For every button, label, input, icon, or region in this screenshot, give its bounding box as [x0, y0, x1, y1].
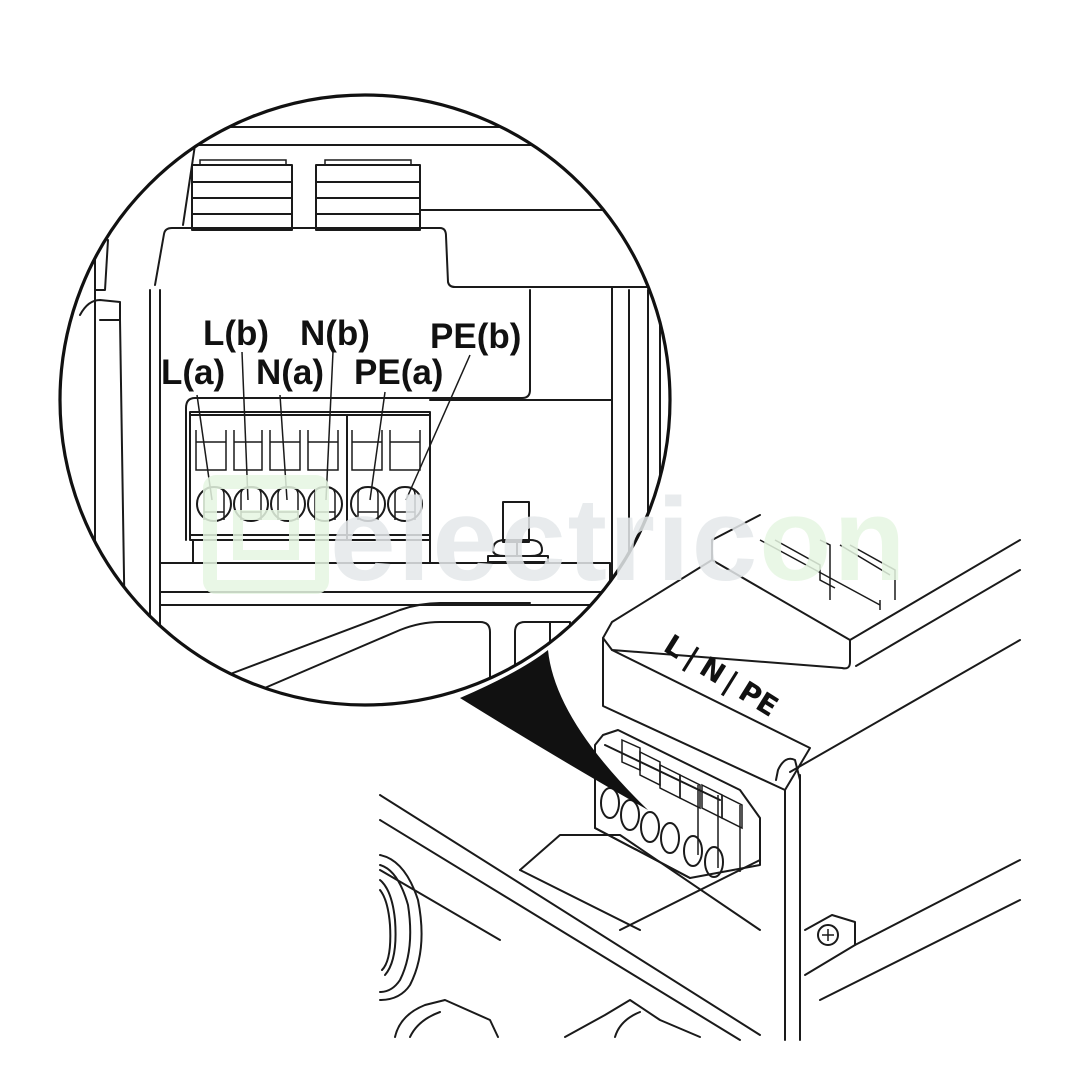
- label-pe-a: PE(a): [354, 353, 443, 392]
- top-connector-right: [315, 159, 421, 231]
- watermark: electricon: [203, 474, 907, 606]
- magnified-detail: L(a) L(b) N(a) N(b) PE(a) PE(b): [58, 93, 672, 707]
- watermark-text-green: on: [759, 474, 907, 606]
- cable-gland-left: [379, 854, 423, 1001]
- label-n-a: N(a): [256, 353, 324, 392]
- label-l-a: L(a): [161, 353, 225, 392]
- plate-label: L | N | PE: [658, 628, 784, 724]
- terminal-peb: [387, 486, 423, 522]
- terminal-pea: [350, 486, 386, 522]
- top-connector-left: [191, 159, 293, 231]
- watermark-logo-icon: [203, 475, 329, 594]
- label-n-b: N(b): [300, 314, 370, 353]
- svg-text:electricon: electricon: [330, 474, 907, 606]
- terminal-labels: L(a) L(b) N(a) N(b) PE(a) PE(b): [161, 314, 521, 392]
- device-terminal-clamps: [621, 738, 743, 872]
- earth-stud: [487, 501, 549, 563]
- label-pe-b: PE(b): [430, 317, 521, 356]
- label-l-b: L(b): [203, 314, 269, 353]
- cable-gland-bottom-left: [394, 999, 499, 1038]
- magnifier-ring: [58, 93, 672, 707]
- callout-pointer: [460, 650, 648, 810]
- cable-gland-bottom-right: [564, 999, 701, 1038]
- watermark-text-gray: electric: [330, 474, 759, 606]
- leader-lines: [196, 351, 471, 501]
- plate-label-pe: PE: [733, 675, 784, 724]
- magnified-terminal-block: [189, 411, 431, 541]
- device-terminal-block: [594, 729, 761, 879]
